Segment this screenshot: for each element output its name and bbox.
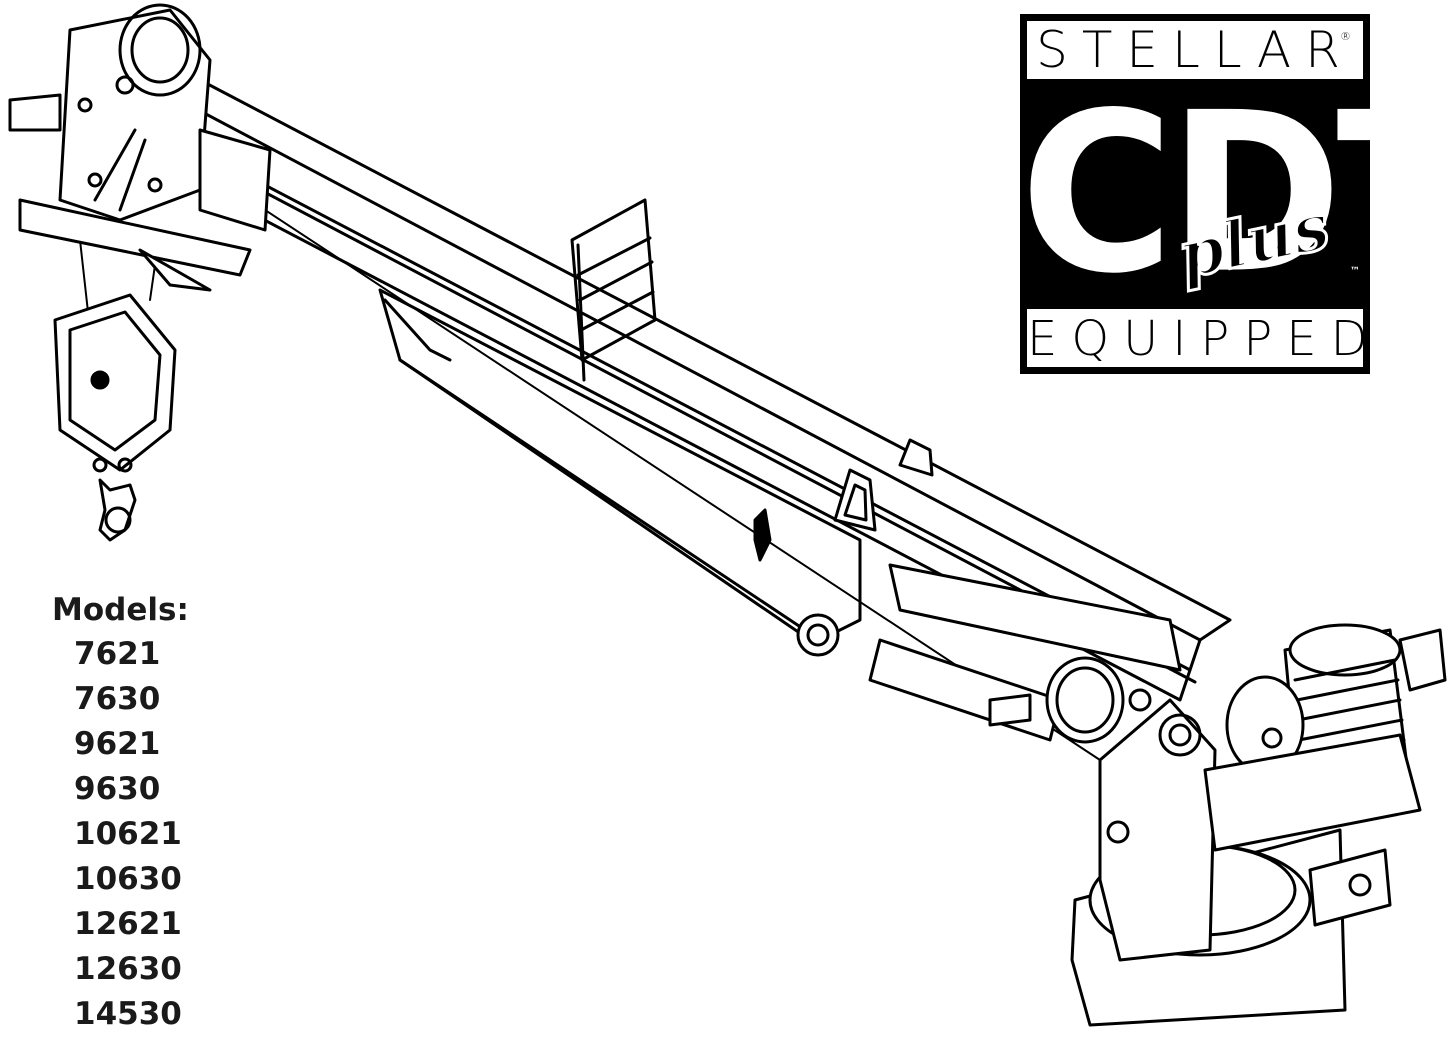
model-number: 7630: [74, 681, 161, 717]
lift-cylinder: [796, 563, 1182, 744]
model-number: 7621: [74, 636, 161, 672]
registered-mark: ®: [1340, 30, 1351, 43]
model-number: 14530: [74, 996, 182, 1032]
model-number: 12621: [74, 906, 182, 942]
model-number: 12630: [74, 951, 182, 987]
lifting-eyes: [753, 438, 934, 562]
trademark-mark: ™: [1350, 266, 1360, 277]
model-number: 10630: [74, 861, 182, 897]
logo-bottom-band: EQUIPPED: [1027, 309, 1368, 367]
logo-top-word: STELLAR: [1036, 21, 1354, 79]
logo-top-band: STELLAR ®: [1027, 21, 1363, 79]
winch-drum: [1203, 623, 1447, 852]
model-number: 9630: [74, 771, 161, 807]
stellar-cdt-plus-logo: STELLAR ® CDT plus ™ EQUIPPED: [1020, 14, 1455, 374]
logo-bottom-word: EQUIPPED: [1027, 311, 1382, 367]
ladder-frame: [570, 198, 657, 382]
crane-base: [1070, 698, 1392, 1027]
model-number: 10621: [74, 816, 182, 852]
logo-big-word: CDT: [1020, 64, 1455, 323]
hook-block: [53, 293, 177, 542]
boom-tip: [8, 3, 272, 292]
model-number: 9621: [74, 726, 161, 762]
models-list: Models: 7621 7630 9621 9630 10621 10630 …: [52, 588, 212, 1037]
models-title: Models:: [52, 592, 189, 628]
